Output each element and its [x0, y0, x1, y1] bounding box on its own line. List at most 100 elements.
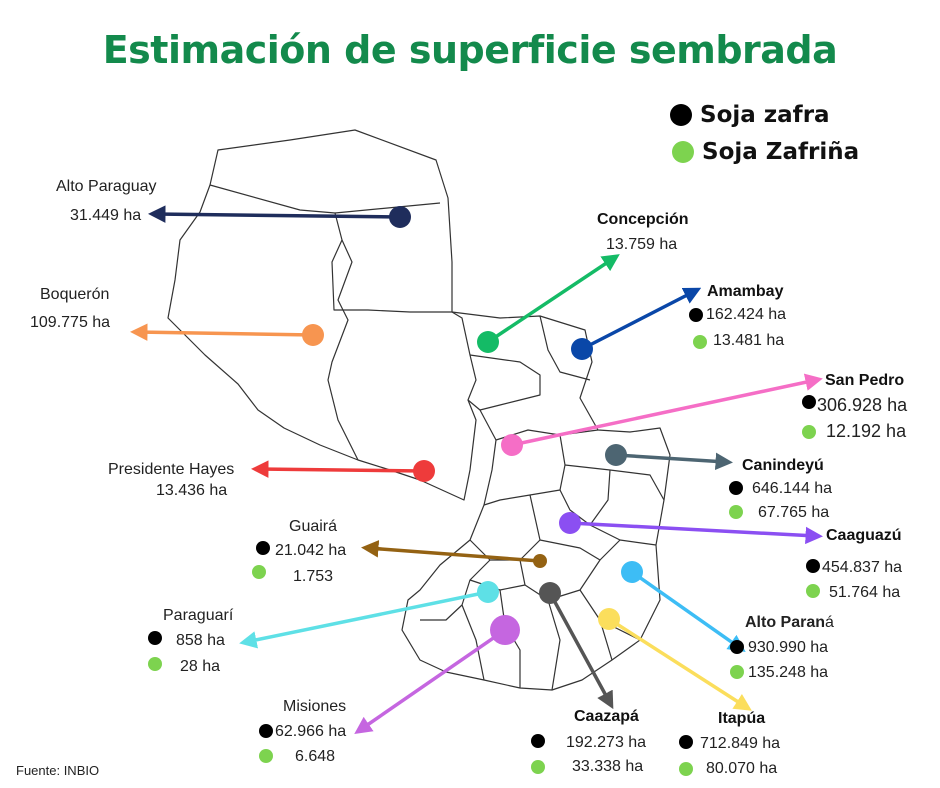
green-dot-icon	[679, 762, 693, 776]
department-dots	[302, 206, 643, 645]
label-presidente-hayes-name: Presidente Hayes	[108, 461, 235, 478]
label-caazapa-zafra: 192.273 ha	[566, 734, 647, 751]
label-alto-parana-name-tail: á	[825, 614, 834, 631]
dot-alto-paraguay	[389, 206, 411, 228]
black-dot-icon	[730, 640, 744, 654]
dot-amambay	[571, 338, 593, 360]
label-paraguari-zafra: 858 ha	[176, 632, 225, 649]
black-dot-icon	[531, 734, 545, 748]
label-san-pedro-zafrina: 12.192 ha	[826, 421, 907, 441]
label-boqueron-value: 109.775 ha	[30, 314, 111, 331]
label-alto-parana-name-main: Alto Paran	[745, 614, 826, 631]
dot-boqueron	[302, 324, 324, 346]
dot-alto-parana	[621, 561, 643, 583]
arrow-alto-paraguay	[148, 205, 402, 223]
black-dot-icon	[679, 735, 693, 749]
label-concepcion-value: 13.759 ha	[606, 236, 678, 253]
label-misiones-zafra: 62.966 ha	[275, 723, 347, 740]
label-alto-parana-zafra: 930.990 ha	[748, 639, 829, 656]
dot-misiones	[490, 615, 520, 645]
arrow-amambay	[580, 287, 702, 351]
label-presidente-hayes-value: 13.436 ha	[156, 482, 228, 499]
page-title: Estimación de superficie sembrada	[102, 28, 838, 72]
label-alto-paraguay-name: Alto Paraguay	[56, 178, 157, 195]
arrow-itapua	[607, 617, 752, 711]
label-paraguari-name: Paraguarí	[163, 607, 234, 624]
green-dot-icon	[252, 565, 266, 579]
black-dot-icon	[689, 308, 703, 322]
green-dot-icon	[806, 584, 820, 598]
label-caazapa-name: Caazapá	[574, 708, 639, 725]
dot-presidente-hayes	[413, 460, 435, 482]
dot-paraguari	[477, 581, 499, 603]
label-guaira-zafrina: 1.753	[293, 568, 334, 585]
label-canindeyu-zafrina: 67.765 ha	[758, 504, 830, 521]
dot-caaguazu	[559, 512, 581, 534]
arrow-guaira	[361, 540, 542, 563]
label-alto-parana-name: Alto Paraná	[745, 613, 834, 633]
leader-arrows	[130, 205, 823, 734]
dot-guaira	[533, 554, 547, 568]
label-san-pedro-name: San Pedro	[825, 372, 905, 389]
label-guaira-zafra: 21.042 ha	[275, 542, 347, 559]
green-dot-icon	[531, 760, 545, 774]
black-dot-icon	[670, 104, 692, 126]
arrow-paraguari	[239, 590, 490, 649]
black-dot-icon	[259, 724, 273, 738]
arrow-presidente-hayes	[251, 460, 426, 478]
green-dot-icon	[259, 749, 273, 763]
green-dot-icon	[148, 657, 162, 671]
label-paraguari-zafrina: 28 ha	[180, 658, 221, 675]
green-dot-icon	[693, 335, 707, 349]
label-amambay-name: Amambay	[707, 283, 784, 300]
green-dot-icon	[672, 141, 694, 163]
label-caaguazu-zafra: 454.837 ha	[822, 559, 903, 576]
label-itapua-name: Itapúa	[718, 710, 766, 727]
label-misiones-zafrina: 6.648	[295, 748, 336, 765]
label-canindeyu-zafra: 646.144 ha	[752, 480, 833, 497]
dot-itapua	[598, 608, 620, 630]
green-dot-icon	[802, 425, 816, 439]
label-canindeyu-name: Canindeyú	[742, 457, 824, 474]
label-amambay-zafra: 162.424 ha	[706, 306, 787, 323]
label-itapua-zafrina: 80.070 ha	[706, 760, 778, 777]
arrow-boqueron	[130, 323, 315, 341]
label-amambay-zafrina: 13.481 ha	[713, 332, 785, 349]
label-guaira-name: Guairá	[289, 518, 338, 535]
legend-item-zafra: Soja zafra	[670, 102, 830, 128]
dot-caazapa	[539, 582, 561, 604]
legend-label: Soja zafra	[700, 102, 830, 128]
source-note: Fuente: INBIO	[16, 763, 100, 778]
label-itapua-zafra: 712.849 ha	[700, 735, 781, 752]
green-dot-icon	[730, 665, 744, 679]
arrow-concepcion	[486, 254, 620, 344]
black-dot-icon	[806, 559, 820, 573]
label-misiones-name: Misiones	[283, 698, 347, 715]
arrow-caazapa	[548, 591, 614, 710]
label-caaguazu-zafrina: 51.764 ha	[829, 584, 901, 601]
green-dot-icon	[729, 505, 743, 519]
dot-canindeyu	[605, 444, 627, 466]
label-boqueron-name: Boquerón	[40, 286, 110, 303]
black-dot-icon	[729, 481, 743, 495]
chaco-region-outline	[167, 129, 477, 501]
dot-san-pedro	[501, 434, 523, 456]
arrow-alto-parana	[630, 570, 746, 653]
label-concepcion-name: Concepción	[597, 211, 689, 228]
label-caaguazu-name: Caaguazú	[826, 527, 902, 544]
label-alto-parana-zafrina: 135.248 ha	[748, 664, 829, 681]
label-san-pedro-zafra: 306.928 ha	[817, 395, 908, 415]
legend-item-zafrina: Soja Zafriña	[672, 139, 859, 165]
label-alto-paraguay-value: 31.449 ha	[70, 207, 142, 224]
arrow-caaguazu	[568, 521, 823, 545]
label-caazapa-zafrina: 33.338 ha	[572, 758, 644, 775]
legend-label: Soja Zafriña	[702, 139, 860, 165]
arrow-canindeyu	[614, 452, 733, 471]
black-dot-icon	[802, 395, 816, 409]
black-dot-icon	[148, 631, 162, 645]
arrow-misiones	[354, 628, 507, 734]
dot-concepcion	[477, 331, 499, 353]
black-dot-icon	[256, 541, 270, 555]
